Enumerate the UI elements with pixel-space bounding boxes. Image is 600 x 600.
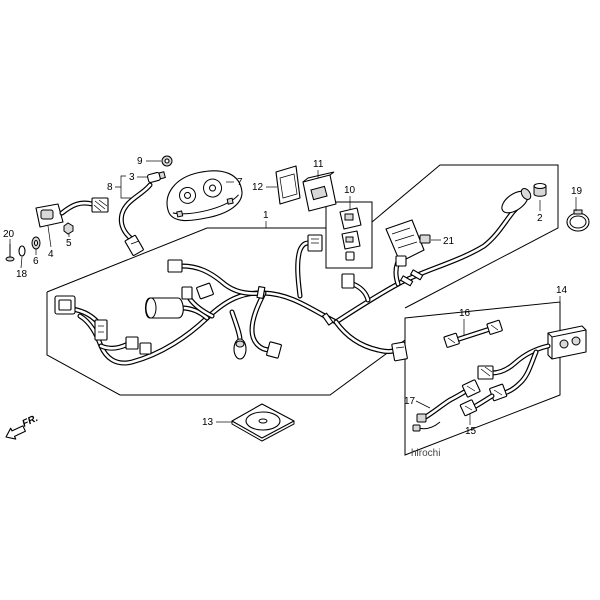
leader-lines: [9, 160, 577, 425]
callout-21: 21: [443, 236, 455, 247]
relay-module: [302, 171, 337, 212]
sub-harness-cable-17: [412, 379, 481, 432]
washer: [31, 236, 41, 250]
callout-18: 18: [16, 269, 28, 280]
main-harness-outline: [46, 164, 559, 396]
relay-group-outline: [325, 201, 373, 269]
bolt: [5, 244, 15, 262]
callout-2: 2: [537, 213, 543, 224]
front-arrow-label: FR.: [21, 413, 40, 430]
callout-13: 13: [202, 417, 214, 428]
sub-harness-connector-15: [459, 396, 492, 417]
callout-7: 7: [237, 177, 243, 188]
callout-5: 5: [66, 238, 72, 249]
cd-rom: [231, 403, 295, 442]
meter-assembly: [166, 170, 243, 222]
relay-set: [339, 207, 362, 261]
main-wire-harness: [54, 203, 522, 363]
callout-19: 19: [571, 186, 583, 197]
sub-harness-module: [477, 325, 587, 402]
callout-labels: 1 2 3 4 5 6 7 8 9 10 11 12 13 14 15 16 1…: [3, 156, 583, 437]
fuse-box: [385, 219, 425, 267]
band-clamp: [566, 209, 590, 232]
front-direction-arrow: FR.: [5, 413, 40, 440]
callout-12: 12: [252, 182, 264, 193]
bulb-socket: [147, 171, 166, 183]
callout-17: 17: [404, 396, 416, 407]
callout-10: 10: [344, 185, 356, 196]
callout-1: 1: [263, 210, 269, 221]
hex-nut: [63, 222, 74, 235]
switch-assembly: [35, 197, 109, 228]
sub-harness-outline: [404, 301, 561, 456]
callout-8: 8: [107, 182, 113, 193]
callout-20: 20: [3, 229, 15, 240]
callout-4: 4: [48, 249, 54, 260]
rubber-cap: [533, 182, 547, 197]
callout-6: 6: [33, 256, 39, 267]
callout-15: 15: [465, 426, 477, 437]
sub-harness-cable-16: [443, 319, 503, 348]
callout-11: 11: [313, 159, 324, 170]
callout-3: 3: [129, 172, 135, 183]
socket-wire: [121, 185, 150, 256]
callout-14: 14: [556, 285, 568, 296]
washer-small: [18, 245, 26, 257]
watermark: hirochi: [411, 448, 440, 459]
nut: [161, 155, 173, 167]
cable-boot: [501, 188, 532, 214]
callout-16: 16: [459, 308, 471, 319]
harness-clip: [419, 234, 431, 244]
control-unit: [275, 165, 301, 205]
callout-9: 9: [137, 156, 143, 167]
